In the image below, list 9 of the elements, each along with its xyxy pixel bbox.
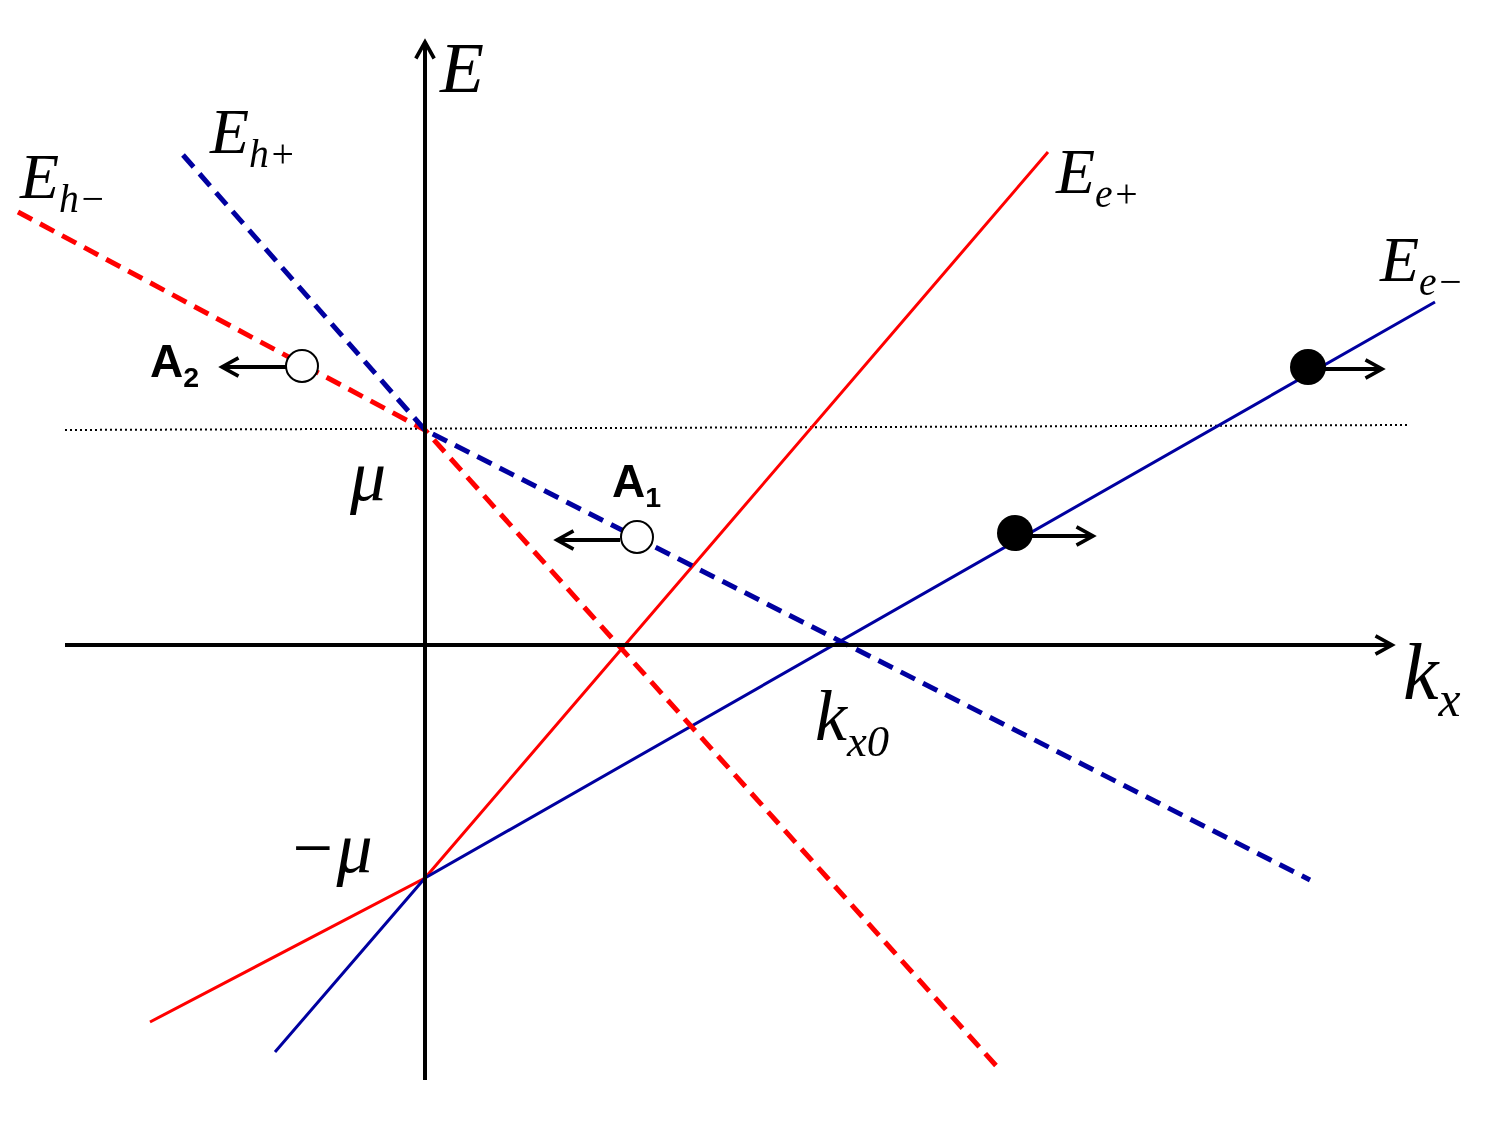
point-label: A$_{1}$ [612,458,662,512]
axis-label: E$_{e−}$ [1380,228,1464,303]
point-label: A$_{2}$ [150,338,200,392]
axis-label: E$_{h+}$ [210,100,296,175]
axis-label: k$_{x}$ [1403,632,1461,725]
axis-label: E$_{e+}$ [1056,140,1140,215]
axis-label: k$_{x0}$ [815,680,890,764]
axis-label: E$_{h−}$ [20,145,106,220]
axis-label: E [440,32,484,104]
